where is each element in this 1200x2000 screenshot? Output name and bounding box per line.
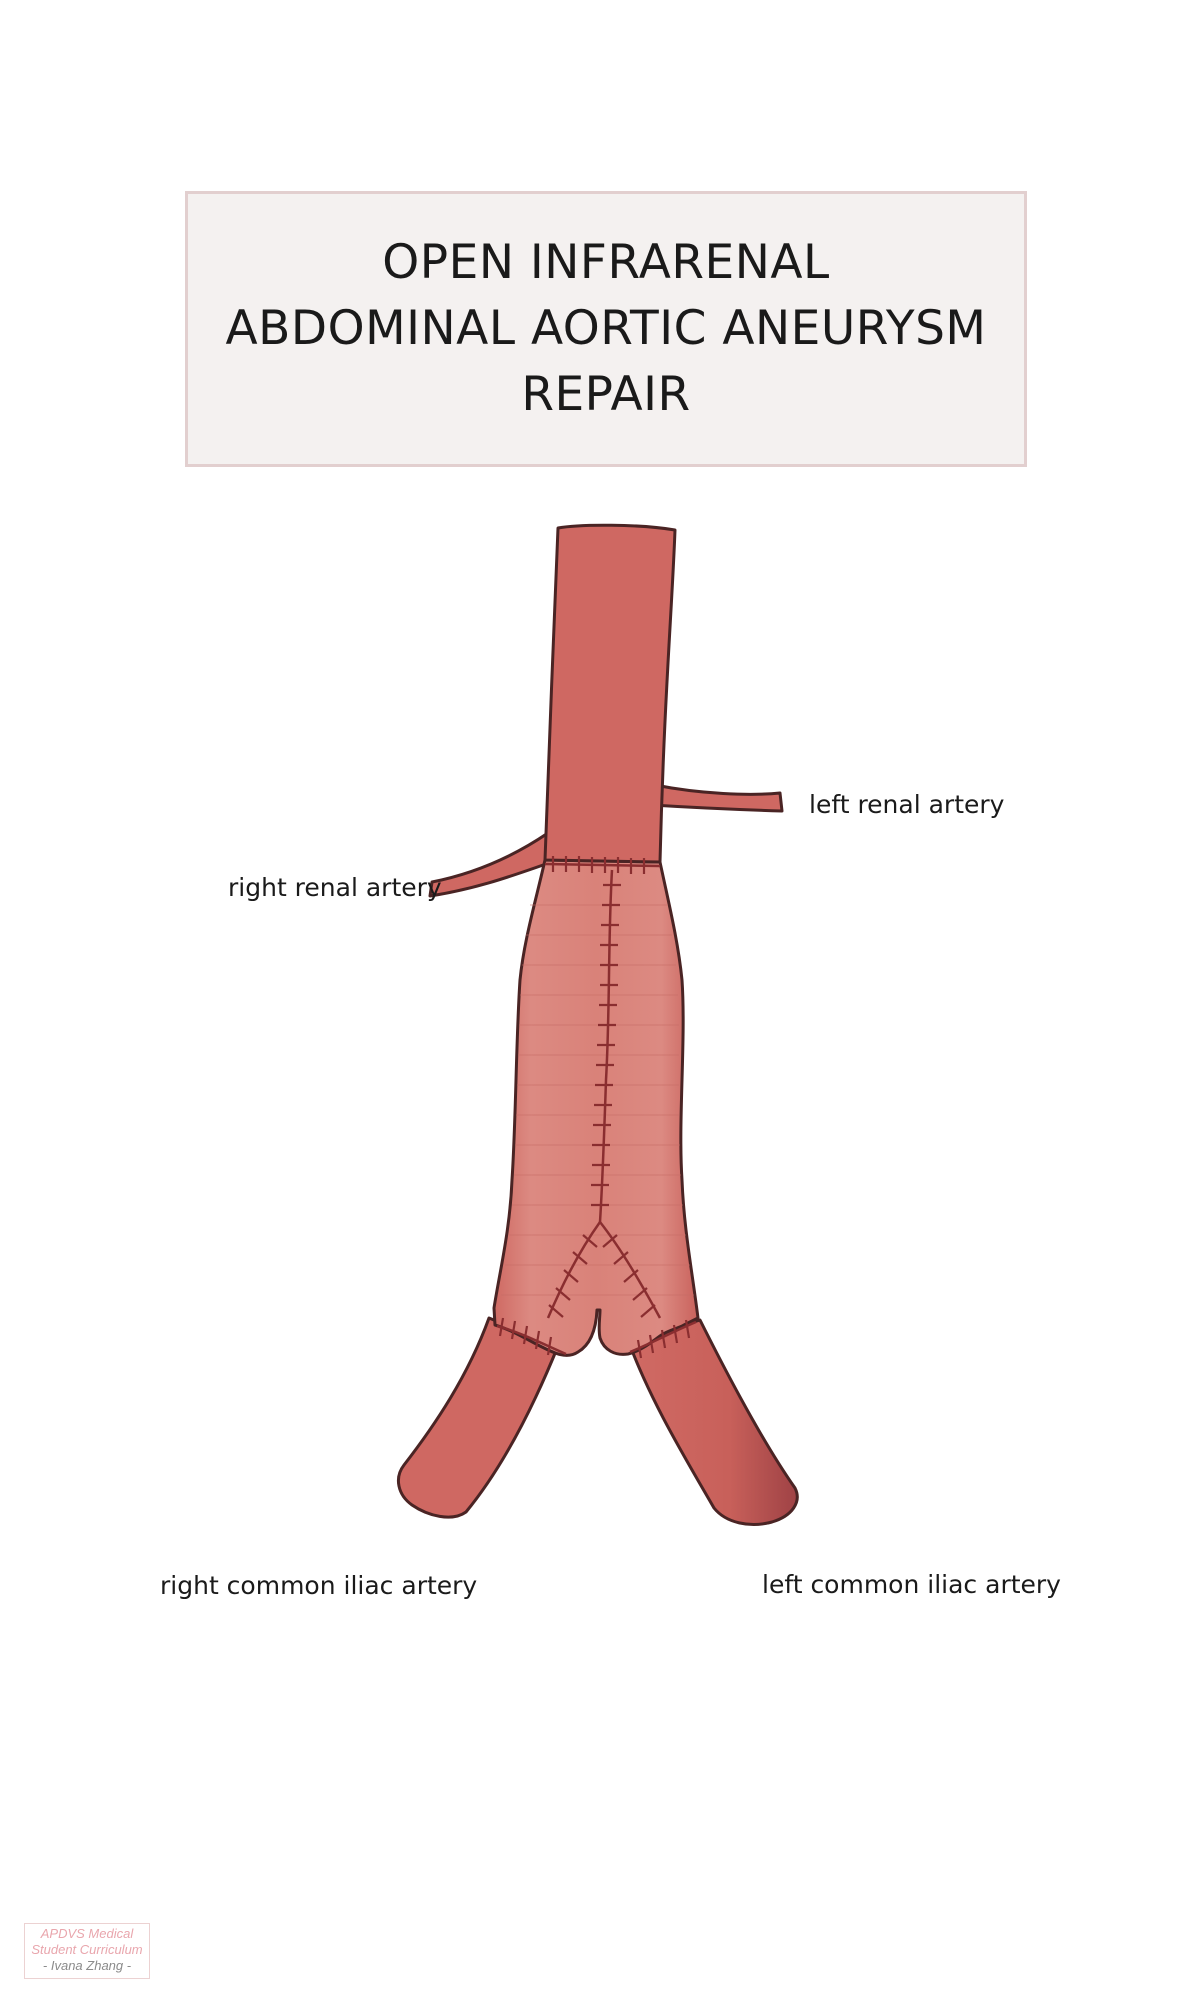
- bifurcation-suture-right: [599, 1221, 662, 1319]
- left-renal-artery: [650, 783, 784, 813]
- distal-anastomosis-right: [496, 1324, 567, 1356]
- title-line-3: REPAIR: [521, 367, 691, 422]
- title-line-2: ABDOMINAL AORTIC ANEURYSM: [225, 301, 987, 356]
- distal-anastomosis-right-stitches: [498, 1317, 553, 1356]
- title-box: OPEN INFRARENAL ABDOMINAL AORTIC ANEURYS…: [185, 191, 1027, 467]
- longitudinal-suture-stitches: [591, 883, 621, 1207]
- longitudinal-suture-line: [598, 869, 614, 1223]
- credit-line-1: APDVS Medical: [40, 1926, 134, 1941]
- credit-line-2: Student Curriculum: [31, 1942, 143, 1957]
- aortic-graft: [492, 858, 700, 1357]
- proximal-anastomosis-stitches: [551, 856, 646, 874]
- proximal-anastomosis: [544, 862, 661, 868]
- right-renal-artery: [428, 831, 554, 898]
- label-right-common-iliac-artery: right common iliac artery: [160, 1571, 478, 1600]
- label-left-renal-artery: left renal artery: [809, 790, 1005, 819]
- credit-line-3: - Ivana Zhang -: [42, 1958, 132, 1973]
- distal-anastomosis-left: [629, 1320, 697, 1354]
- title-line-1: OPEN INFRARENAL: [382, 235, 830, 290]
- credit-watermark: APDVS Medical Student Curriculum - Ivana…: [24, 1923, 150, 1979]
- left-common-iliac-artery: [626, 1318, 799, 1526]
- bifurcation-suture-stitches: [548, 1234, 656, 1318]
- distal-anastomosis-left-stitches: [636, 1319, 691, 1359]
- proximal-aorta: [543, 523, 677, 864]
- label-left-common-iliac-artery: left common iliac artery: [762, 1570, 1061, 1599]
- label-right-renal-artery: right renal artery: [228, 873, 442, 902]
- right-common-iliac-artery: [396, 1316, 560, 1519]
